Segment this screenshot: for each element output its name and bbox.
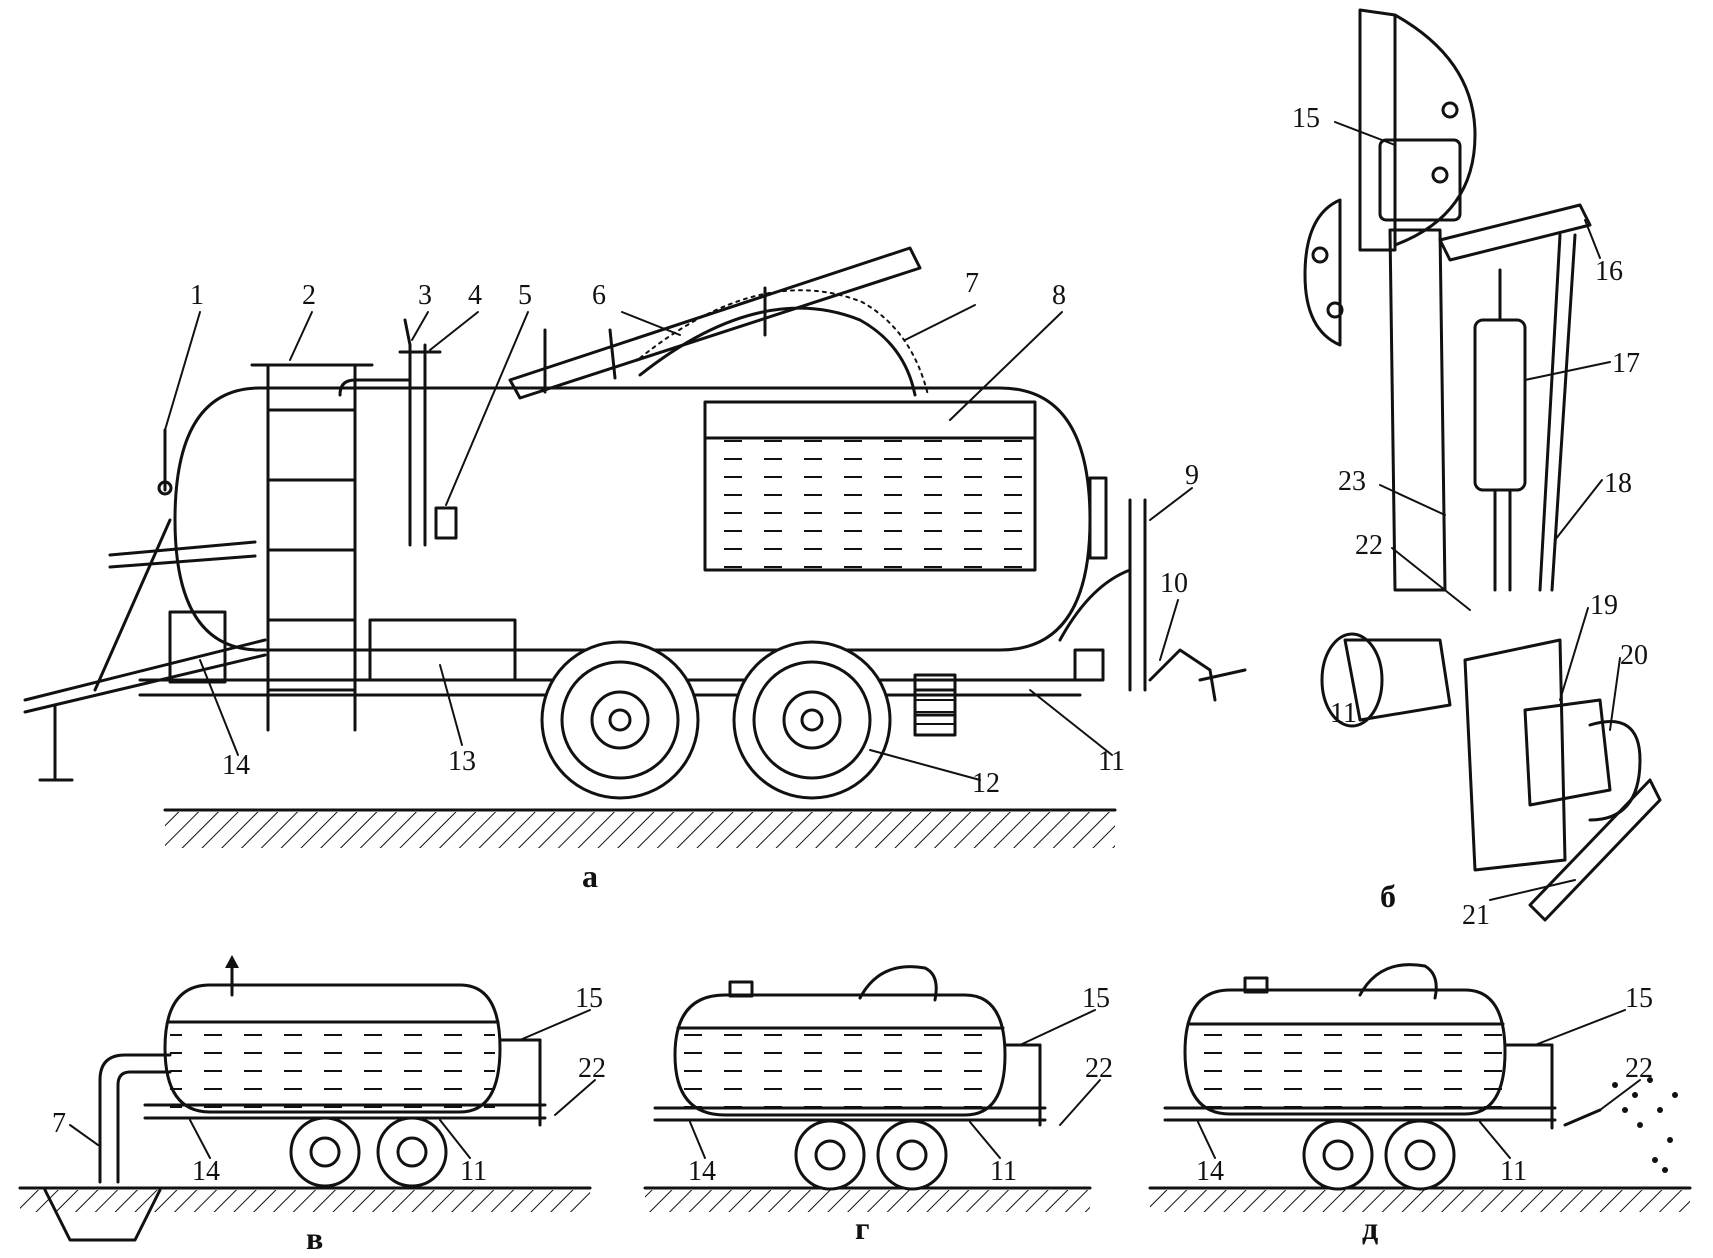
- callout-13: 13: [448, 746, 476, 777]
- callout-23: 23: [1338, 466, 1366, 497]
- callout-14-d: 14: [1196, 1156, 1224, 1187]
- caption-g: г: [855, 1210, 870, 1246]
- tank-body: [173, 386, 1092, 652]
- caption-a: а: [582, 858, 598, 894]
- callout-22-g: 22: [1085, 1053, 1113, 1084]
- callout-22-d: 22: [1625, 1053, 1653, 1084]
- callout-9: 9: [1185, 460, 1199, 491]
- spreader-detail-view: [1303, 8, 1662, 922]
- tank-window: [703, 400, 1037, 572]
- callout-12: 12: [972, 768, 1000, 799]
- callout-11-g: 11: [990, 1156, 1017, 1187]
- callout-22-v: 22: [578, 1053, 606, 1084]
- callout-15-g: 15: [1082, 983, 1110, 1014]
- callout-8: 8: [1052, 280, 1066, 311]
- spray-dots: [1612, 1077, 1678, 1173]
- callout-16: 16: [1595, 256, 1623, 287]
- corrugated-hose: [638, 306, 917, 397]
- callout-11-detail: 11: [1330, 698, 1357, 729]
- callout-10: 10: [1160, 568, 1188, 599]
- callout-15-d: 15: [1625, 983, 1653, 1014]
- callout-6: 6: [592, 280, 606, 311]
- callout-18: 18: [1604, 468, 1632, 499]
- mode-g-mixing: [643, 965, 1101, 1212]
- callout-14-g: 14: [688, 1156, 716, 1187]
- callout-17: 17: [1612, 348, 1640, 379]
- callout-11: 11: [1098, 746, 1125, 777]
- callout-1: 1: [190, 280, 204, 311]
- tank-liquid: [708, 438, 1032, 568]
- callout-7: 7: [965, 268, 979, 299]
- compressor-box: [368, 618, 517, 682]
- caption-b: б: [1380, 878, 1396, 914]
- wheel-front: [540, 640, 700, 800]
- callout-11-v: 11: [460, 1156, 487, 1187]
- callout-15-detail: 15: [1292, 103, 1320, 134]
- pump-unit: [168, 610, 227, 684]
- callout-5: 5: [518, 280, 532, 311]
- caption-d: д: [1362, 1210, 1379, 1246]
- tanker-main-view: [23, 246, 1247, 848]
- callout-19: 19: [1590, 590, 1618, 621]
- caption-v: в: [306, 1220, 324, 1256]
- callout-3: 3: [418, 280, 432, 311]
- mode-v-filling: [18, 955, 596, 1242]
- callout-15-v: 15: [575, 983, 603, 1014]
- callout-11-d: 11: [1500, 1156, 1527, 1187]
- callout-22-detail: 22: [1355, 530, 1383, 561]
- callout-14: 14: [222, 750, 250, 781]
- callout-21: 21: [1462, 900, 1490, 931]
- wheel-rear: [732, 640, 892, 800]
- mode-d-spreading: [1148, 963, 1692, 1212]
- callout-20: 20: [1620, 640, 1648, 671]
- hose-boom: [508, 246, 922, 400]
- callout-4: 4: [468, 280, 482, 311]
- callout-7-v: 7: [52, 1108, 66, 1139]
- ladder: [250, 363, 374, 732]
- callout-2: 2: [302, 280, 316, 311]
- callout-14-v: 14: [192, 1156, 220, 1187]
- ground-hatch: [165, 812, 1115, 848]
